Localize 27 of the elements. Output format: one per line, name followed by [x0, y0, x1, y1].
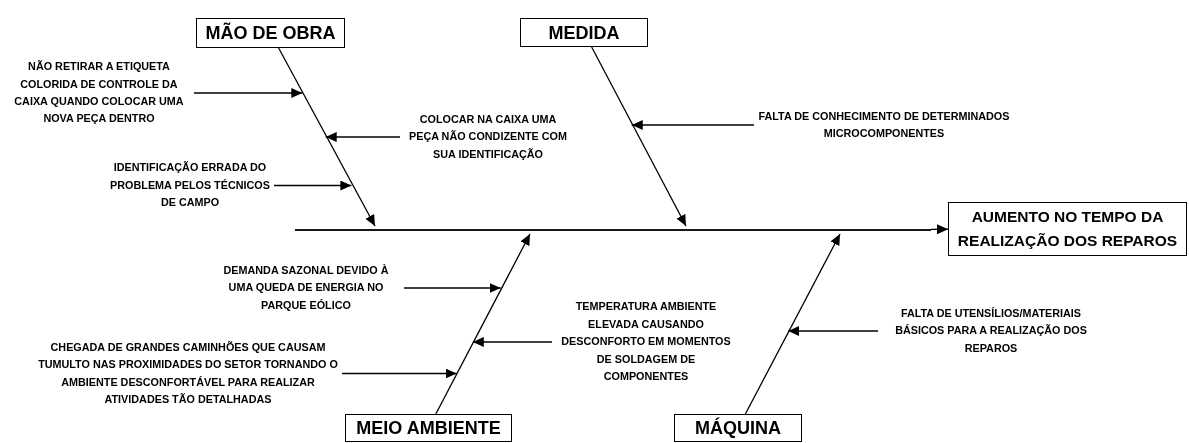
cause-arrow: [787, 326, 879, 336]
cause-text: CHEGADA DE GRANDES CAMINHÕES QUE CAUSAM TUMULTO NAS PROXIMIDADES DO SETOR TORNANDO O AMBIENTE DESCONFORTÁVEL PARA REALIZAR ATIVIDADES TÃO DETALHADAS: [38, 329, 338, 418]
cause-text: IDENTIFICAÇÃO ERRADA DO PROBLEMA PELOS TÉCNICOS DE CAMPO: [110, 159, 270, 212]
cause-arrow: [631, 120, 755, 130]
branch-arrow: [744, 233, 841, 415]
cause-arrow: [403, 283, 502, 293]
branch-arrow: [435, 233, 531, 415]
branch-arrow: [277, 47, 376, 227]
cause-text: COLOCAR NA CAIXA UMA PEÇA NÃO CONDIZENTE COM SUA IDENTIFICAÇÃO: [404, 110, 572, 164]
cause-text: FALTA DE UTENSÍLIOS/MATERIAIS BÁSICOS PARA A REALIZAÇÃO DOS REPAROS: [882, 305, 1100, 357]
cause-text: NÃO RETIRAR A ETIQUETA COLORIDA DE CONTROLE DA CAIXA QUANDO COLOCAR UMA NOVA PEÇA DENTRO: [8, 58, 190, 128]
category-box: MÁQUINA: [674, 414, 802, 442]
spine-line: [295, 226, 931, 234]
cause-arrow: [325, 132, 401, 142]
cause-text: FALTA DE CONHECIMENTO DE DETERMINADOS MICROCOMPONENTES: [758, 107, 1010, 143]
spine-arrowhead: [930, 224, 949, 235]
cause-arrow: [273, 180, 353, 191]
cause-text: DEMANDA SAZONAL DEVIDO À UMA QUEDA DE ENERGIA NO PARQUE EÓLICO: [212, 263, 400, 313]
cause-arrow: [193, 88, 303, 98]
cause-text: TEMPERATURA AMBIENTE ELEVADA CAUSANDO DESCONFORTO EM MOMENTOS DE SOLDAGEM DE COMPONENTES: [556, 298, 736, 386]
cause-arrow: [341, 368, 458, 379]
effect-box: AUMENTO NO TEMPO DA REALIZAÇÃO DOS REPAROS: [948, 202, 1187, 256]
category-box: MÃO DE OBRA: [196, 18, 345, 48]
cause-arrow: [472, 337, 553, 347]
category-box: MEDIDA: [520, 18, 648, 47]
category-box: MEIO AMBIENTE: [345, 414, 512, 442]
branch-arrow: [591, 46, 687, 227]
